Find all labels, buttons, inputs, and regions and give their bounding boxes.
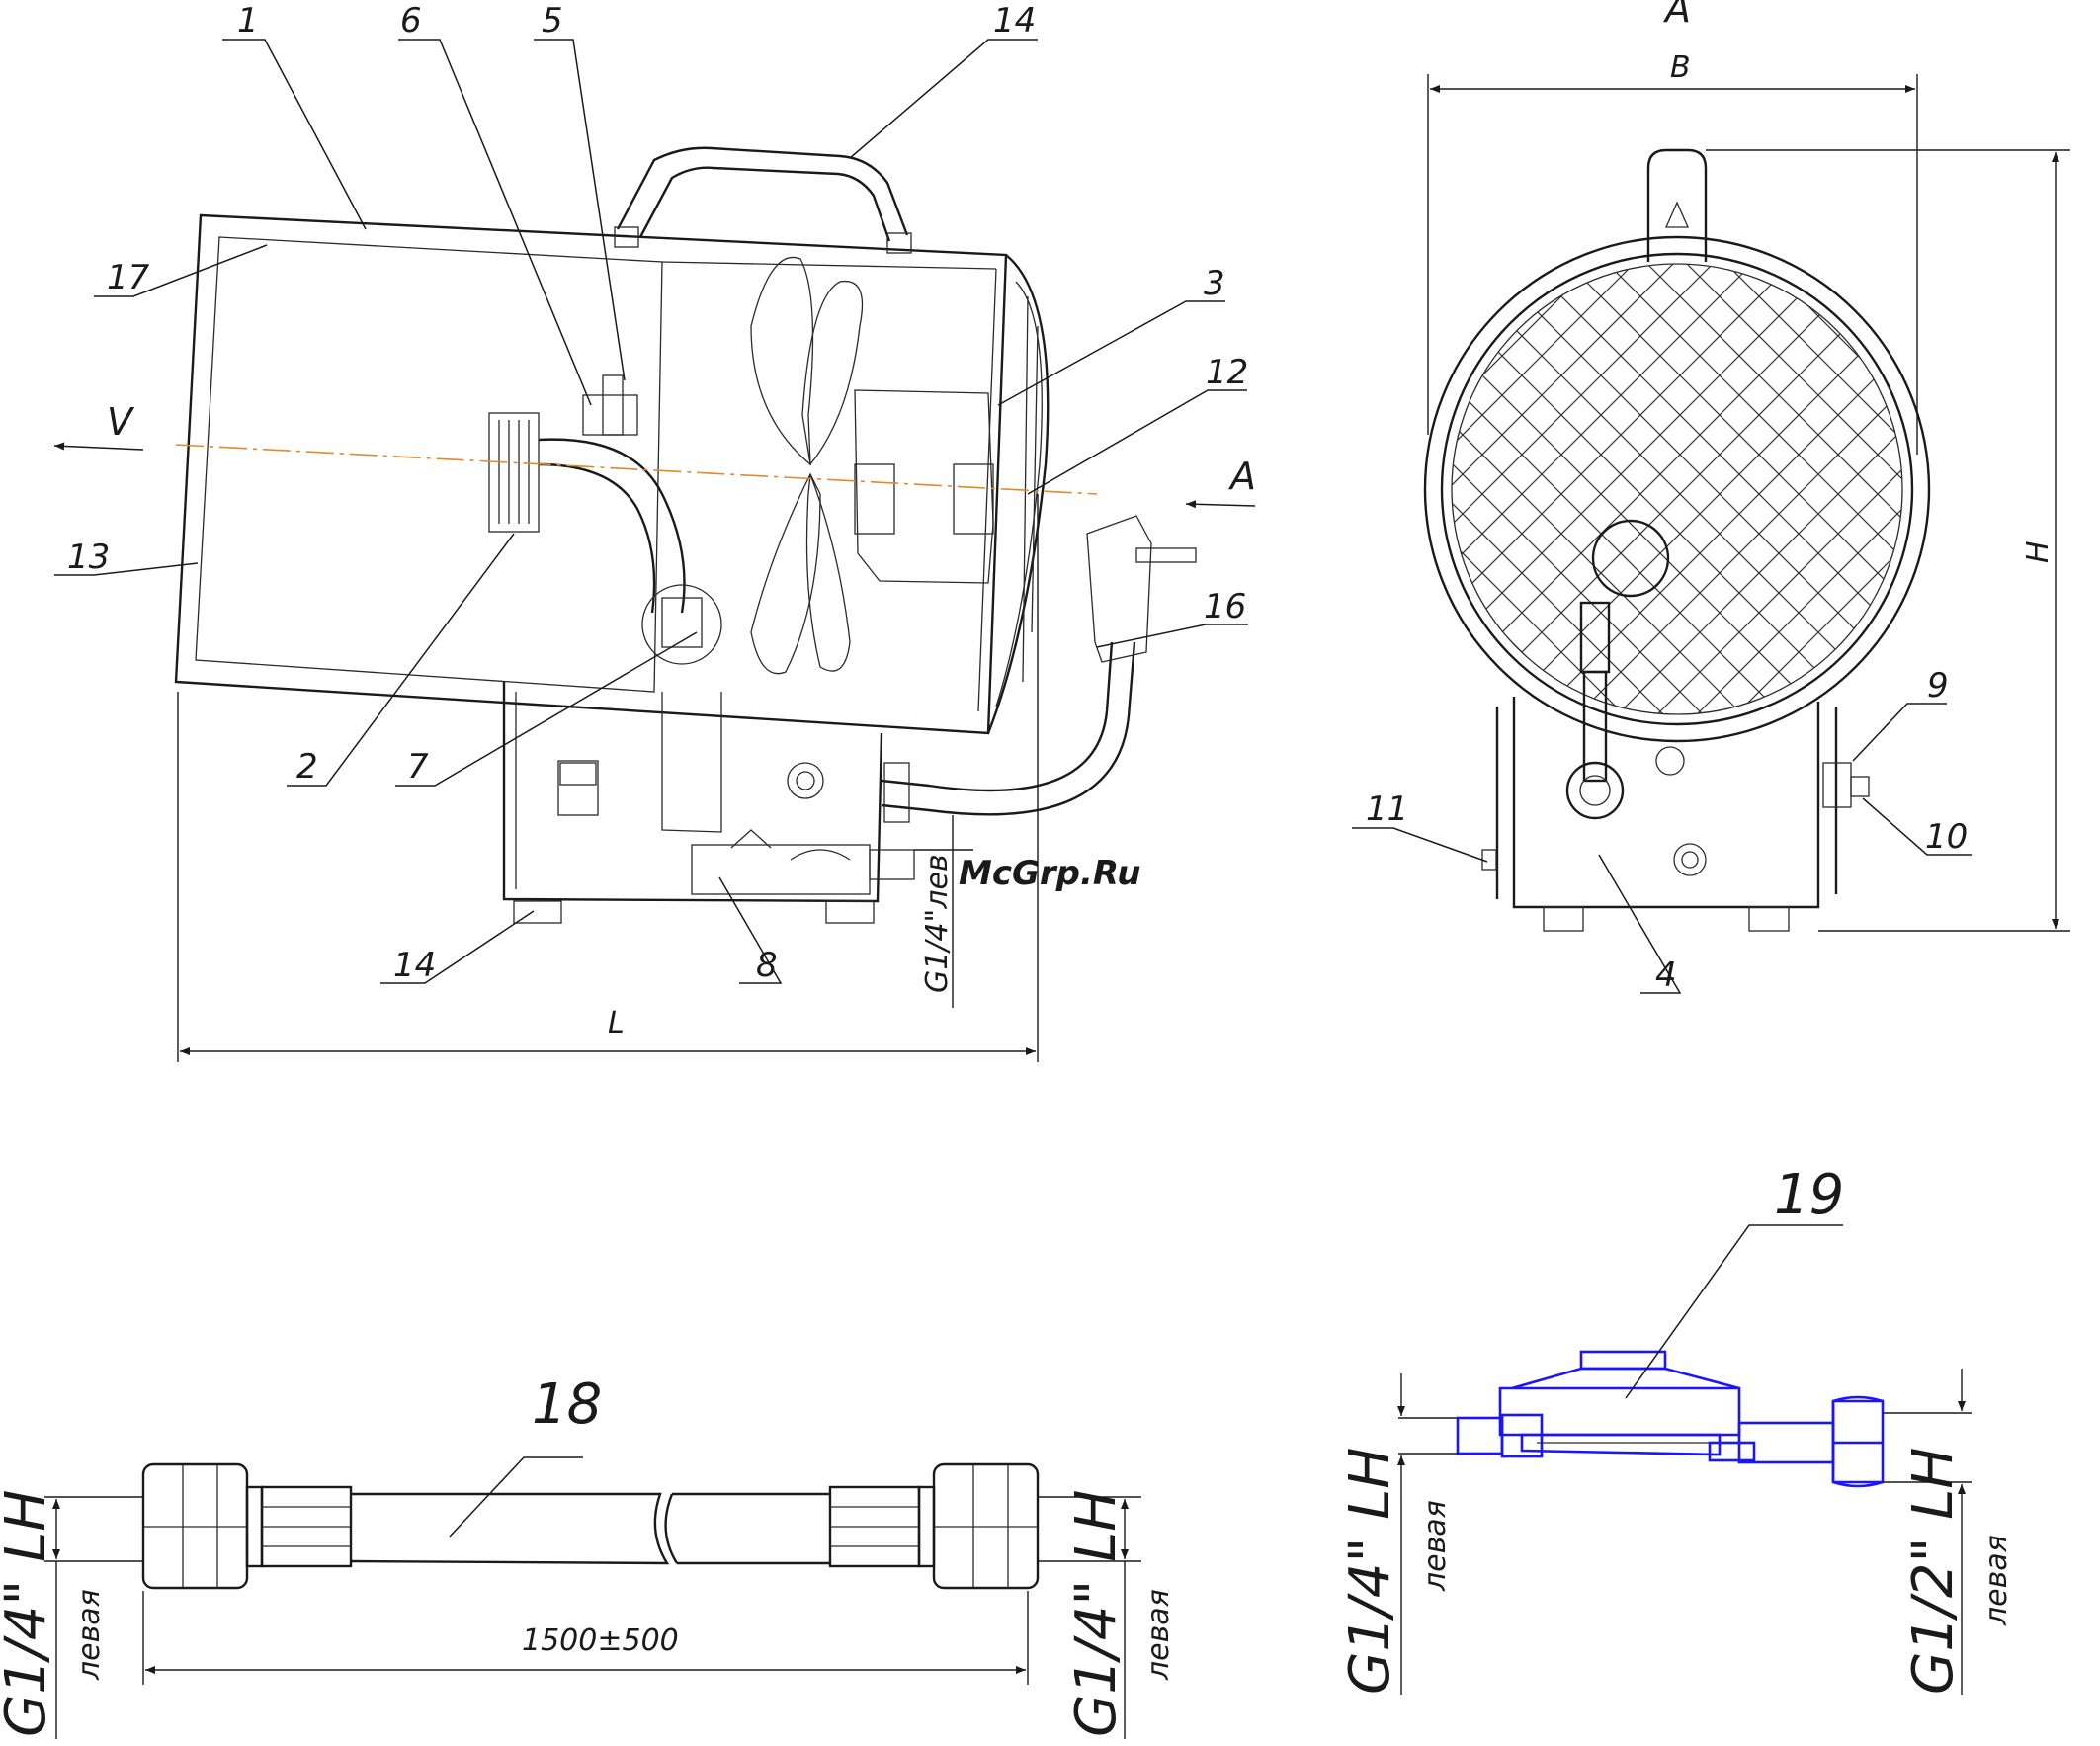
view-a-arrow-label: A (1227, 455, 1256, 498)
callout-2: 2 (296, 747, 318, 787)
callout-8: 8 (756, 946, 778, 985)
dimension-b-label: B (1670, 50, 1691, 85)
callout-19: 19 (1774, 1163, 1844, 1227)
callout-17: 17 (107, 258, 150, 297)
dimension-h-label: H (2021, 540, 2056, 563)
regulator-left-word-label: левая (1418, 1500, 1453, 1592)
dimension-l-label: L (608, 1006, 625, 1040)
view-a-title: A (1662, 0, 1691, 31)
hose-length-label: 1500±500 (522, 1623, 679, 1658)
fan-grille (1403, 0, 1957, 1087)
callout-16: 16 (1204, 587, 1246, 626)
callout-9: 9 (1927, 666, 1949, 706)
callout-12: 12 (1206, 353, 1248, 392)
hose-left-word-label: левая (72, 1589, 107, 1681)
side-view: V A L G1/4"лев (54, 148, 1256, 1062)
callout-18: 18 (532, 1372, 602, 1437)
regulator-right-word-label: левая (1979, 1535, 2014, 1626)
gas-regulator: G1/4" LH левая G1/2" LH левая 19 (1338, 1163, 2014, 1695)
callout-11: 11 (1366, 790, 1408, 829)
front-view-callouts: 9 10 11 4 (1352, 666, 1972, 995)
callout-13: 13 (67, 538, 110, 577)
callout-6: 6 (400, 1, 422, 41)
callout-7: 7 (407, 747, 429, 787)
callout-5: 5 (542, 1, 563, 41)
watermark-text: McGrp.Ru (959, 854, 1140, 893)
callout-1: 1 (237, 1, 259, 41)
callout-10: 10 (1925, 817, 1968, 857)
view-v-label: V (107, 400, 135, 444)
hose-left-thread-label: G1/4" LH (0, 1490, 58, 1737)
hose-right-word-label: левая (1141, 1589, 1176, 1681)
regulator-left-thread-label: G1/4" LH (1338, 1448, 1402, 1695)
callout-14-bottom: 14 (393, 946, 436, 985)
hose-assembly: 1500±500 G1/4" LH левая G1/4" LH левая 1… (0, 1372, 1176, 1739)
callout-4: 4 (1655, 956, 1677, 995)
front-view: A B (1403, 0, 2070, 1087)
callout-3: 3 (1204, 264, 1225, 303)
callout-14-top: 14 (993, 1, 1036, 41)
hose-right-thread-label: G1/4" LH (1064, 1490, 1129, 1737)
gas-inlet-thread-label: G1/4"лев (920, 854, 955, 993)
regulator-right-thread-label: G1/2" LH (1901, 1448, 1966, 1695)
